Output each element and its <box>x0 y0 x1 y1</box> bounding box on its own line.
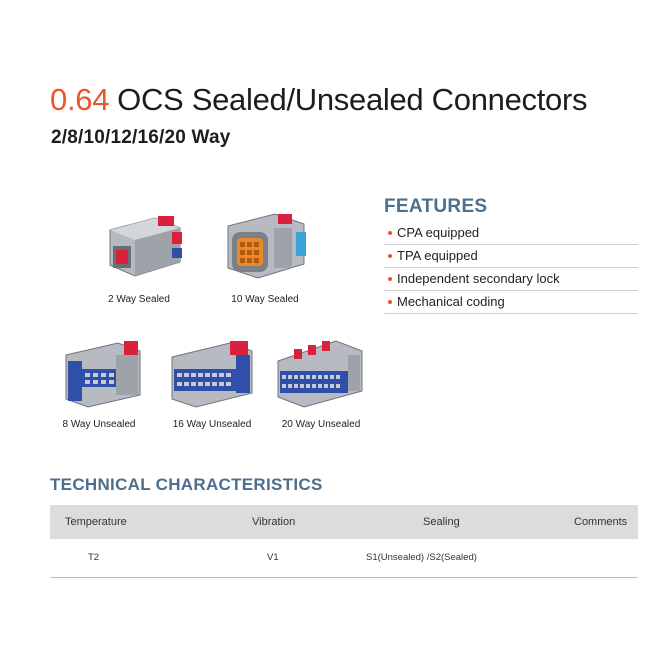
feature-text: TPA equipped <box>397 248 478 263</box>
feature-item: CPA equipped <box>384 222 638 245</box>
feature-item: Mechanical coding <box>384 291 638 314</box>
features-list: CPA equipped TPA equipped Independent se… <box>384 222 638 314</box>
cell-vibration: V1 <box>267 552 279 563</box>
page-subtitle: 2/8/10/12/16/20 Way <box>51 127 231 148</box>
column-header-sealing: Sealing <box>423 516 460 528</box>
cell-temperature: T2 <box>88 552 100 563</box>
title-text: OCS Sealed/Unsealed Connectors <box>117 82 588 117</box>
column-header-comments: Comments <box>574 516 628 528</box>
title-size: 0.64 <box>50 82 110 117</box>
column-header-temperature: Temperature <box>65 516 127 528</box>
feature-text: Mechanical coding <box>397 294 505 309</box>
technical-table-header: Temperature Vibration Sealing Comments <box>50 505 638 539</box>
bullet-icon <box>388 253 392 258</box>
eight-way-unsealed-connector-image <box>65 341 141 408</box>
bullet-icon <box>388 230 392 235</box>
feature-text: Independent secondary lock <box>397 271 560 286</box>
two-way-sealed-connector-image <box>109 216 182 277</box>
connector-label-16-way-unsealed: 16 Way Unsealed <box>172 419 252 430</box>
sixteen-way-unsealed-connector-image <box>171 341 253 408</box>
bullet-icon <box>388 276 392 281</box>
connector-label-8-way-unsealed: 8 Way Unsealed <box>62 419 136 430</box>
column-header-vibration: Vibration <box>252 516 296 528</box>
twenty-way-unsealed-connector-image <box>277 340 363 408</box>
feature-text: CPA equipped <box>397 225 480 240</box>
technical-table: Temperature Vibration Sealing Comments T… <box>50 505 638 578</box>
connector-label-2-way-sealed: 2 Way Sealed <box>108 294 170 305</box>
technical-heading: TECHNICAL CHARACTERISTICS <box>50 475 323 494</box>
features-heading: FEATURES <box>384 196 488 217</box>
cell-sealing: S1(Unsealed) /S2(Sealed) <box>366 552 477 563</box>
feature-item: TPA equipped <box>384 245 638 268</box>
connector-label-20-way-unsealed: 20 Way Unsealed <box>281 419 361 430</box>
ten-way-sealed-connector-image <box>227 213 306 279</box>
table-row: T2 V1 S1(Unsealed) /S2(Sealed) <box>50 539 638 578</box>
bullet-icon <box>388 299 392 304</box>
feature-item: Independent secondary lock <box>384 268 638 291</box>
connector-label-10-way-sealed: 10 Way Sealed <box>231 294 299 305</box>
